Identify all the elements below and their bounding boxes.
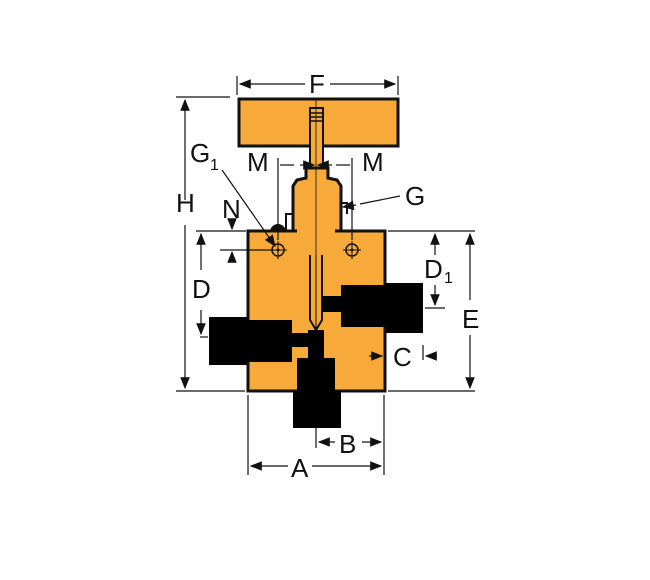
label-N: N	[222, 194, 241, 224]
label-M-right: M	[362, 147, 384, 177]
label-D: D	[192, 274, 211, 304]
label-D1: D 1	[424, 254, 453, 287]
port-bottom	[293, 330, 341, 428]
label-H: H	[176, 188, 195, 218]
label-G: G	[405, 181, 425, 211]
svg-text:1: 1	[444, 270, 453, 287]
label-C: C	[393, 342, 412, 372]
mounting-hole-right	[343, 241, 361, 259]
label-F: F	[309, 69, 325, 99]
svg-text:G: G	[190, 138, 210, 168]
svg-text:1: 1	[210, 157, 219, 174]
label-A: A	[291, 453, 309, 483]
label-G1: G 1	[190, 138, 219, 174]
port-right	[322, 283, 423, 333]
label-M-left: M	[247, 147, 269, 177]
svg-text:D: D	[424, 254, 443, 284]
dimension-lines	[176, 76, 475, 475]
label-B: B	[339, 429, 356, 459]
label-E: E	[462, 304, 479, 334]
